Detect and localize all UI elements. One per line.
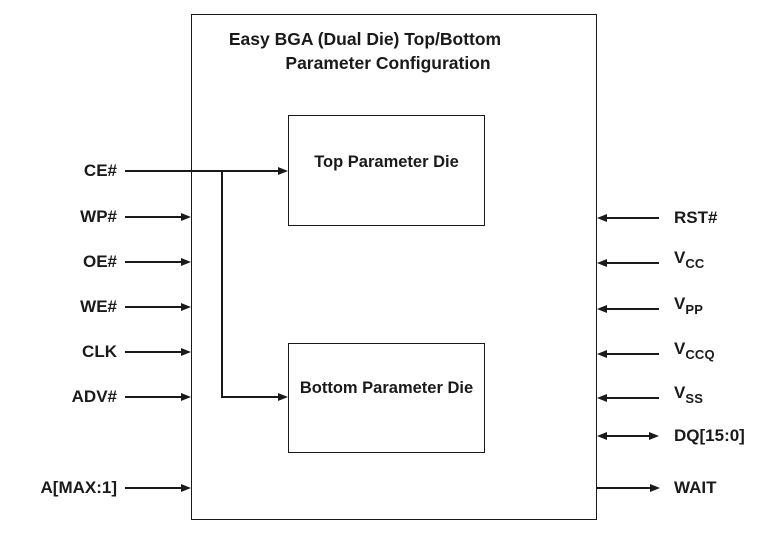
- top-parameter-die-box: Top Parameter Die: [288, 115, 485, 226]
- arrow-right-icon: [181, 347, 191, 356]
- vcc-base: V: [674, 248, 686, 267]
- vpp-subscript: PP: [685, 302, 704, 317]
- wire-wp: [125, 216, 182, 218]
- arrow-left-icon: [597, 304, 607, 313]
- wire-clk: [125, 351, 182, 353]
- wire-vss: [606, 397, 659, 399]
- wire-address: [125, 487, 182, 489]
- pin-label-vcc: VCC: [674, 247, 705, 271]
- arrow-left-icon: [597, 431, 607, 440]
- bottom-parameter-die-box: Bottom Parameter Die: [288, 343, 485, 453]
- pin-label-oe: OE#: [82, 252, 117, 271]
- arrow-left-icon: [597, 349, 607, 358]
- pin-label-adv: ADV#: [71, 387, 117, 406]
- wire-wait: [597, 487, 650, 489]
- arrow-right-icon: [181, 212, 191, 221]
- pin-label-we: WE#: [80, 297, 117, 316]
- wire-ce-branch-horizontal: [221, 396, 278, 398]
- pin-label-vpp: VPP: [674, 293, 704, 317]
- vcc-subscript: CC: [685, 256, 705, 271]
- vccq-base: V: [674, 339, 686, 358]
- pin-label-address: A[MAX:1]: [40, 478, 118, 497]
- wire-dq: [606, 435, 650, 437]
- wire-vpp: [606, 308, 659, 310]
- wire-vccq: [606, 353, 659, 355]
- top-parameter-die-label: Top Parameter Die: [314, 153, 459, 171]
- vss-subscript: SS: [685, 391, 704, 406]
- wire-adv: [125, 396, 182, 398]
- vpp-base: V: [674, 294, 686, 313]
- diagram-title-line1: Easy BGA (Dual Die) Top/Bottom: [228, 29, 502, 49]
- pin-label-vccq: VCCQ: [674, 338, 715, 362]
- arrow-right-icon: [278, 392, 288, 401]
- wire-we: [125, 306, 182, 308]
- wire-oe: [125, 261, 182, 263]
- arrow-right-icon: [181, 257, 191, 266]
- arrow-right-icon: [649, 431, 659, 440]
- arrow-left-icon: [597, 213, 607, 222]
- arrow-right-icon: [181, 392, 191, 401]
- pin-label-wp: WP#: [80, 207, 117, 226]
- pin-label-clk: CLK: [82, 342, 117, 361]
- arrow-left-icon: [597, 393, 607, 402]
- pin-label-vss: VSS: [674, 382, 704, 406]
- wire-rst: [606, 217, 659, 219]
- arrow-right-icon: [181, 302, 191, 311]
- arrow-left-icon: [597, 258, 607, 267]
- pin-label-wait: WAIT: [674, 478, 717, 497]
- pin-label-rst: RST#: [674, 208, 718, 227]
- wire-vcc: [606, 262, 659, 264]
- diagram-title-line2: Parameter Configuration: [285, 52, 491, 73]
- arrow-right-icon: [650, 483, 660, 492]
- bottom-parameter-die-label: Bottom Parameter Die: [299, 378, 474, 397]
- wire-ce-branch-vertical: [221, 170, 223, 398]
- vss-base: V: [674, 383, 686, 402]
- vccq-subscript: CCQ: [685, 347, 715, 362]
- pin-label-ce: CE#: [83, 161, 117, 180]
- arrow-right-icon: [181, 483, 191, 492]
- wire-ce: [125, 170, 278, 172]
- pin-label-dq: DQ[15:0]: [674, 426, 745, 445]
- arrow-right-icon: [278, 166, 288, 175]
